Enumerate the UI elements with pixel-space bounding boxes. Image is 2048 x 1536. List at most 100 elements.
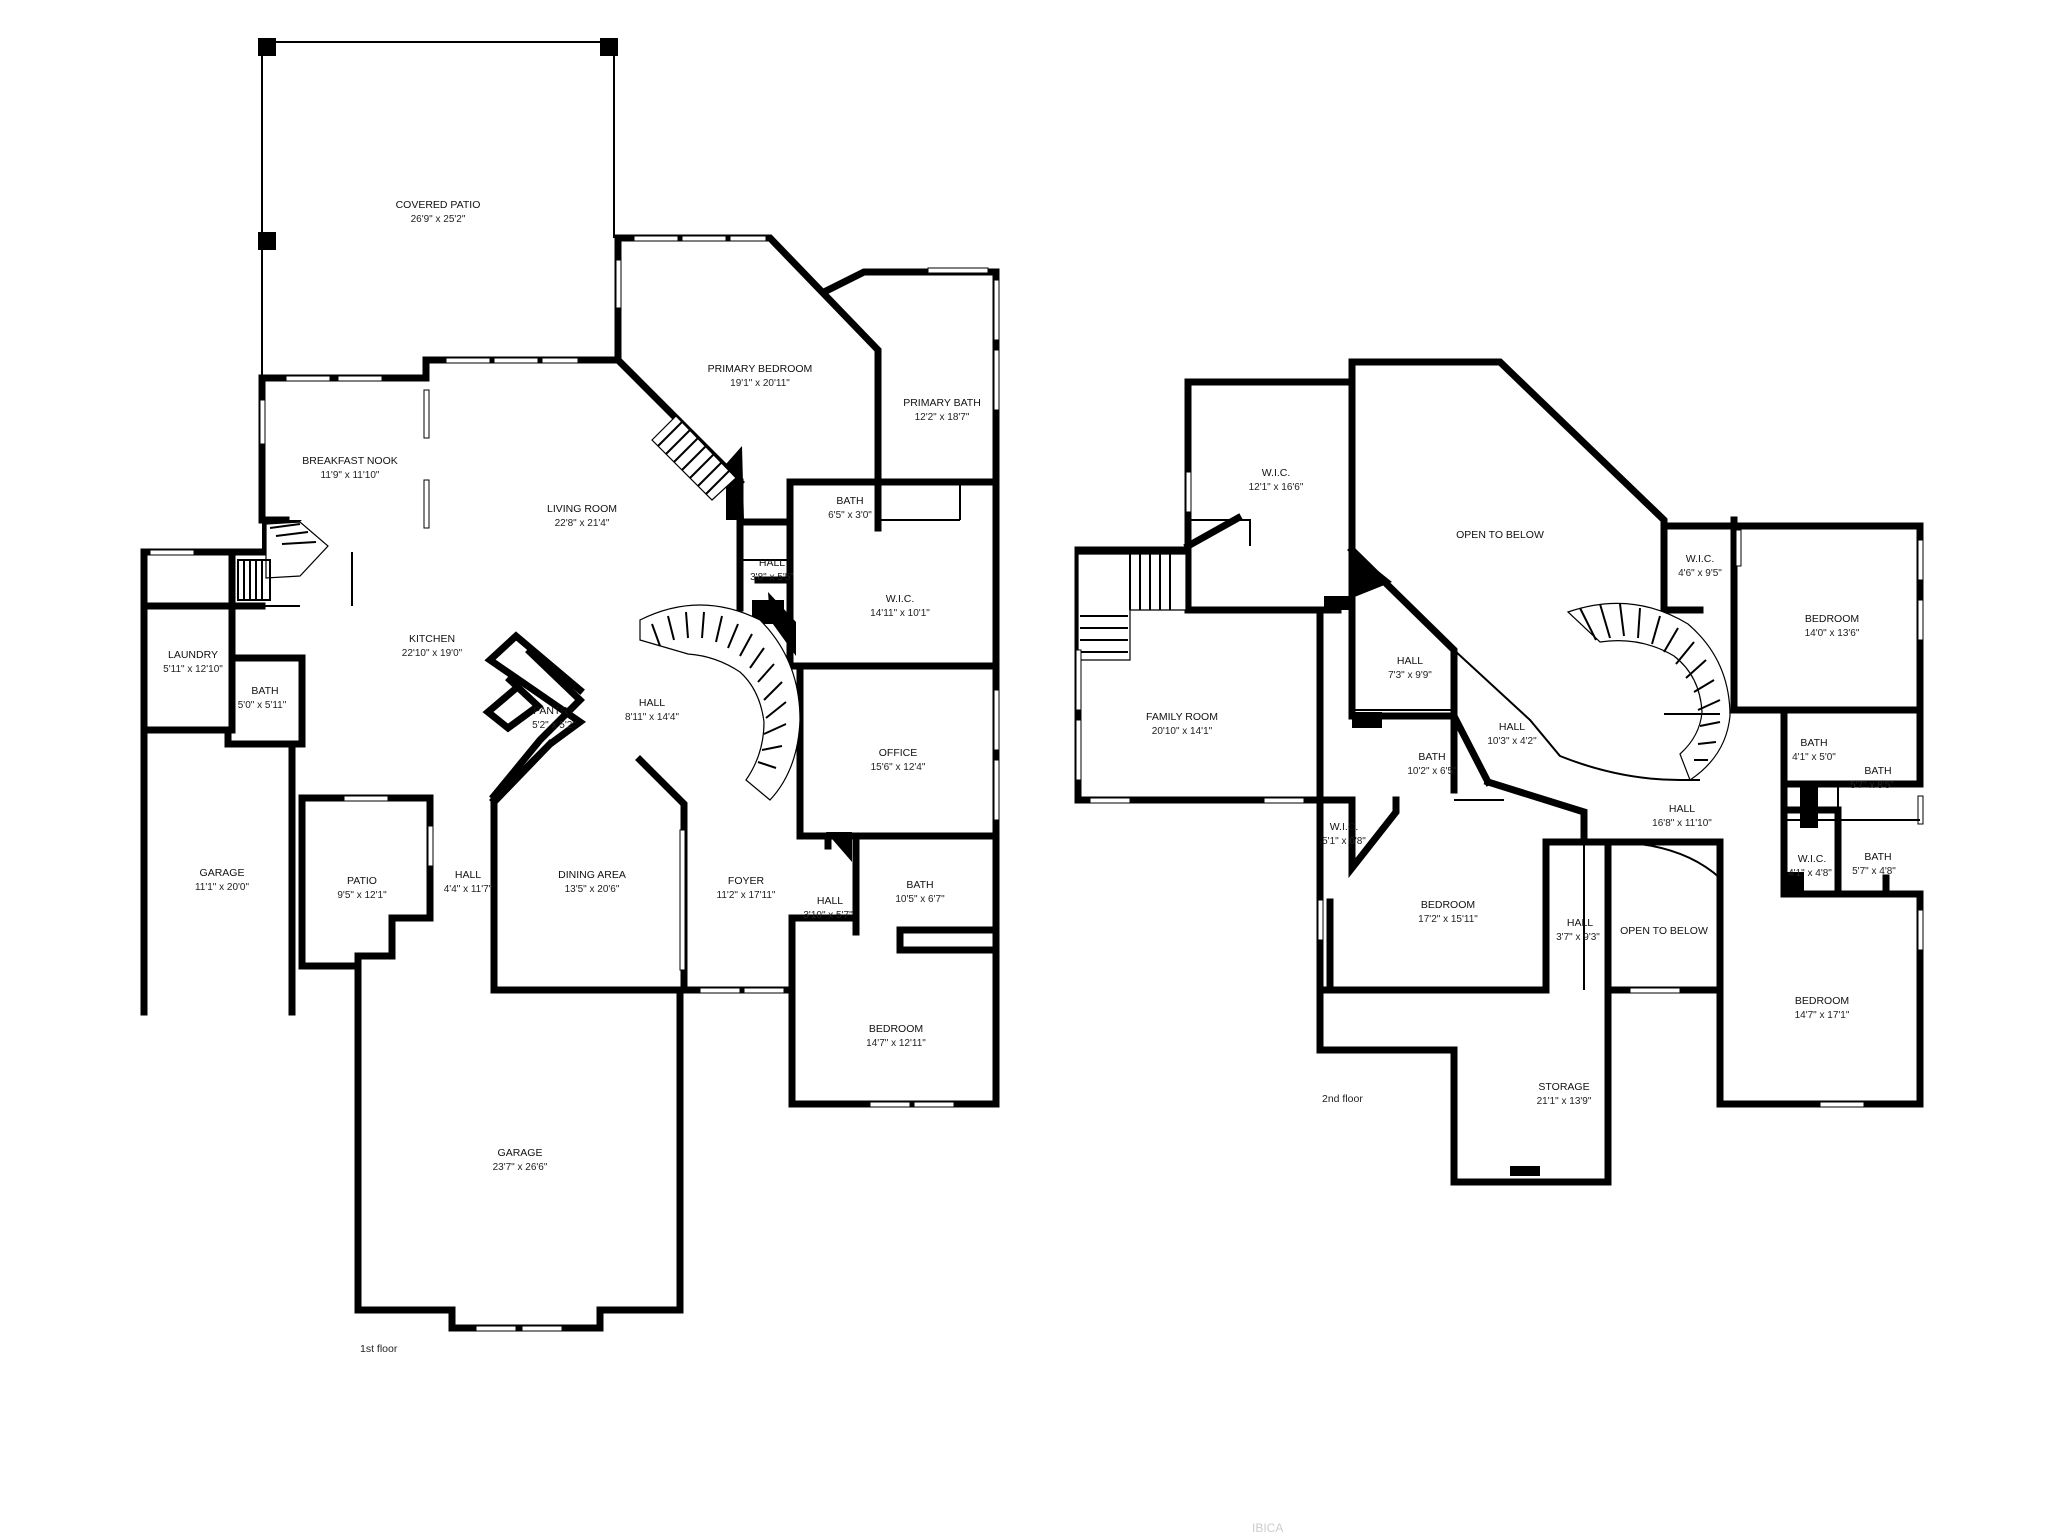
room-name: HALL xyxy=(1499,721,1525,733)
room-dims: 21'1" x 13'9" xyxy=(1537,1096,1592,1107)
room-name: HALL xyxy=(817,895,843,907)
room-dims: 14'11" x 10'1" xyxy=(870,608,930,619)
floor-label-2nd: 2nd floor xyxy=(1322,1093,1363,1105)
room-name: HALL xyxy=(1669,803,1695,815)
room-dims: 14'0" x 13'6" xyxy=(1805,628,1860,639)
room-bath-5: BATH 4'1" x 5'0" xyxy=(1792,737,1836,763)
room-dims: 4'1" x 5'0" xyxy=(1792,752,1836,763)
room-name: BATH xyxy=(251,685,278,697)
room-open-to-below-1: OPEN TO BELOW xyxy=(1456,529,1544,541)
room-dims: 22'10" x 19'0" xyxy=(402,648,463,659)
room-name: OPEN TO BELOW xyxy=(1620,925,1708,937)
room-dims: 5'7" x 4'8" xyxy=(1852,866,1896,877)
room-dims: 11'9" x 11'10" xyxy=(321,470,380,481)
room-dims: 14'7" x 12'11" xyxy=(866,1038,926,1049)
room-dims: 10'5" x 6'7" xyxy=(895,894,945,905)
room-dims: 19'1" x 20'11" xyxy=(730,378,790,389)
room-primary-bath: PRIMARY BATH 12'2" x 18'7" xyxy=(903,397,981,423)
watermark: IBICA xyxy=(1252,1521,1283,1535)
room-name: LAUNDRY xyxy=(168,649,218,661)
room-hall-8: HALL 3'7" x 9'3" xyxy=(1556,917,1600,943)
first-floor-walls xyxy=(140,234,1000,1332)
room-name: BATH xyxy=(1800,737,1827,749)
room-dims: 5'1" x 6'8" xyxy=(1322,836,1366,847)
open-to-below-edges xyxy=(1324,550,1818,1176)
room-dims: 10'3" x 4'2" xyxy=(1487,736,1537,747)
room-dims: 3'10" x 5'7" xyxy=(803,910,853,921)
room-dims: 5'7" x 8'5" xyxy=(1850,780,1894,791)
second-floor-walls xyxy=(1074,358,1924,1186)
room-name: BEDROOM xyxy=(1805,613,1859,625)
room-name: DINING AREA xyxy=(558,869,626,881)
room-wic-3: W.I.C.4'6" x 9'5" xyxy=(1678,553,1722,579)
stair-living-room xyxy=(651,415,737,501)
room-name: HALL xyxy=(455,869,481,881)
room-open-to-below-2: OPEN TO BELOW xyxy=(1620,925,1708,937)
room-bath-2: BATH 5'0" x 5'11" xyxy=(238,685,287,711)
room-dims: 20'10" x 14'1" xyxy=(1152,726,1213,737)
room-name: BEDROOM xyxy=(1421,899,1475,911)
room-dims: 11'2" x 17'11" xyxy=(717,890,776,901)
room-hall-6: HALL 10'3" x 4'2" xyxy=(1487,721,1537,747)
room-bedroom-4: BEDROOM 14'7" x 17'1" xyxy=(1795,995,1850,1021)
room-dims: 3'7" x 9'3" xyxy=(1556,932,1600,943)
room-name: BEDROOM xyxy=(1795,995,1849,1007)
room-name: HALL xyxy=(1397,655,1423,667)
room-garage-1: GARAGE 11'1" x 20'0" xyxy=(195,867,250,893)
room-family-room: FAMILY ROOM 20'10" x 14'1" xyxy=(1146,711,1218,737)
room-name: BATH xyxy=(1864,765,1891,777)
room-name: PRIMARY BEDROOM xyxy=(708,363,813,375)
room-bedroom-2: BEDROOM 14'0" x 13'6" xyxy=(1805,613,1860,639)
first-floor xyxy=(140,38,1000,1332)
room-name: BATH xyxy=(836,495,863,507)
room-dims: 5'0" x 5'11" xyxy=(238,700,287,711)
stair-family-room xyxy=(1077,553,1187,661)
room-name: FAMILY ROOM xyxy=(1146,711,1218,723)
room-dims: 16'8" x 11'10" xyxy=(1652,818,1712,829)
room-dims: 6'5" x 3'0" xyxy=(828,510,872,521)
first-floor-windows xyxy=(149,235,1000,1332)
room-dims: 12'2" x 18'7" xyxy=(915,412,970,423)
room-name: BATH xyxy=(1864,851,1891,863)
room-dims: 14'7" x 17'1" xyxy=(1795,1010,1850,1021)
room-name: BREAKFAST NOOK xyxy=(302,455,398,467)
room-name: W.I.C. xyxy=(1330,821,1359,833)
stair-breakfast-nook xyxy=(237,521,329,601)
room-dims: 15'6" x 12'4" xyxy=(871,762,926,773)
room-bath-7: BATH 5'7" x 4'8" xyxy=(1852,851,1896,877)
room-name: BATH xyxy=(1418,751,1445,763)
room-name: PRIMARY BATH xyxy=(903,397,981,409)
room-dims: 11'1" x 20'0" xyxy=(195,882,250,893)
pantry-walls xyxy=(482,647,586,801)
room-dims: 12'1" x 16'6" xyxy=(1249,482,1304,493)
floor-labels: 1st floor 2nd floor xyxy=(360,1093,1363,1355)
room-name: BEDROOM xyxy=(869,1023,923,1035)
room-wic-5: W.I.C.4'1" x 4'8" xyxy=(1788,853,1832,879)
room-name: GARAGE xyxy=(200,867,245,879)
room-primary-bedroom: PRIMARY BEDROOM 19'1" x 20'11" xyxy=(708,363,813,389)
room-dims: 8'11" x 14'4" xyxy=(625,712,680,723)
floor-label-1st: 1st floor xyxy=(360,1343,398,1355)
room-bath-1: BATH 6'5" x 3'0" xyxy=(828,495,872,521)
room-name: HALL xyxy=(1567,917,1593,929)
room-name: W.I.C. xyxy=(1798,853,1827,865)
room-foyer: FOYER 11'2" x 17'11" xyxy=(717,875,776,901)
first-floor-partitions xyxy=(232,478,961,670)
room-dims: 17'2" x 15'11" xyxy=(1418,914,1478,925)
room-name: COVERED PATIO xyxy=(396,199,481,211)
room-name: FOYER xyxy=(728,875,765,887)
room-dims: 9'5" x 12'1" xyxy=(337,890,387,901)
